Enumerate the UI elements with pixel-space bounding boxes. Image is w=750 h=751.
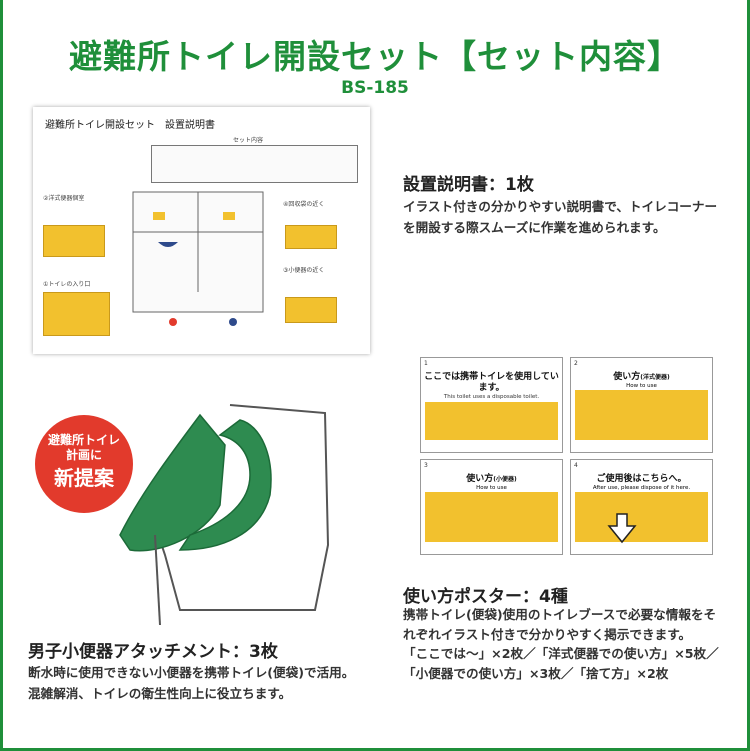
sheet-yellow-panel [285,297,337,323]
set-contents-label: セット内容 [233,137,264,144]
instruction-sheet-heading: 設置説明書：1枚 [403,175,534,195]
poster-4-en: After use, please dispose of it here. [592,485,691,491]
poster-2-title: 使い方 [613,372,641,382]
poster-western-toilet: 2 使い方(洋式便器) How to use [570,357,713,453]
page-title: 避難所トイレ開設セット【セット内容】 [69,37,681,76]
posters-image: 1 ここでは携帯トイレを使用しています。 This toilet uses a … [420,357,718,557]
poster-3-title: 使い方 [466,474,494,484]
posters-description: 携帯トイレ(便袋)使用のトイレブースで必要な情報をそれぞれイラスト付きで分かりや… [403,605,725,683]
poster-3-sub: (小便器) [493,476,517,483]
instruction-sheet-image: 避難所トイレ開設セット 設置説明書 セット内容 ②洋式便器個室 ①トイレの入り口… [33,107,370,354]
posters-heading: 使い方ポスター：4種 [403,587,568,607]
poster-4-title: ご使用後はこちらへ。 [596,474,687,484]
sheet-title: 避難所トイレ開設セット 設置説明書 [45,120,215,131]
step-urinal: ③小便器の近く [283,267,325,274]
step-collection: ④回収袋の近く [283,201,325,208]
model-number: BS-185 [341,78,409,98]
poster-disposal: 4 ご使用後はこちらへ。 After use, please dispose o… [570,459,713,555]
urinal-attachment-image [119,404,330,626]
poster-3-en: How to use [476,485,507,491]
new-proposal-badge: 避難所トイレ 計画に 新提案 [35,415,133,513]
poster-urinal: 3 使い方(小便器) How to use [420,459,563,555]
poster-1-title: ここでは携帯トイレを使用しています。 [424,372,559,393]
badge-line-3: 新提案 [54,466,114,490]
badge-line-1: 避難所トイレ [47,433,120,447]
down-arrow-icon [607,513,637,544]
urinal-attachment-heading: 男子小便器アタッチメント：3枚 [28,642,278,662]
sheet-yellow-panel [43,225,105,257]
poster-2-sub: (洋式便器) [640,374,670,381]
badge-line-2: 計画に [65,448,102,462]
poster-2-en: How to use [626,383,657,389]
sheet-yellow-panel [43,292,110,336]
sheet-yellow-panel [285,225,337,249]
urinal-attachment-description: 断水時に使用できない小便器を携帯トイレ(便袋)で活用。混雑解消、トイレの衛生性向… [28,665,355,701]
poster-1-subtitle: This toilet uses a disposable toilet. [443,394,540,400]
posters-breakdown: 「ここでは〜」×2枚／「洋式便器での使い方」×5枚／「小便器での使い方」×3枚／… [403,646,719,681]
instruction-sheet-description: イラスト付きの分かりやすい説明書で、トイレコーナーを開設する際スムーズに作業を進… [403,199,718,235]
poster-here: 1 ここでは携帯トイレを使用しています。 This toilet uses a … [420,357,563,453]
step-washlet: ②洋式便器個室 [43,195,85,202]
set-contents-box [151,145,358,183]
floor-plan-illustration [132,191,264,326]
posters-description-text: 携帯トイレ(便袋)使用のトイレブースで必要な情報をそれぞれイラスト付きで分かりや… [403,607,717,642]
step-entrance: ①トイレの入り口 [43,281,91,288]
